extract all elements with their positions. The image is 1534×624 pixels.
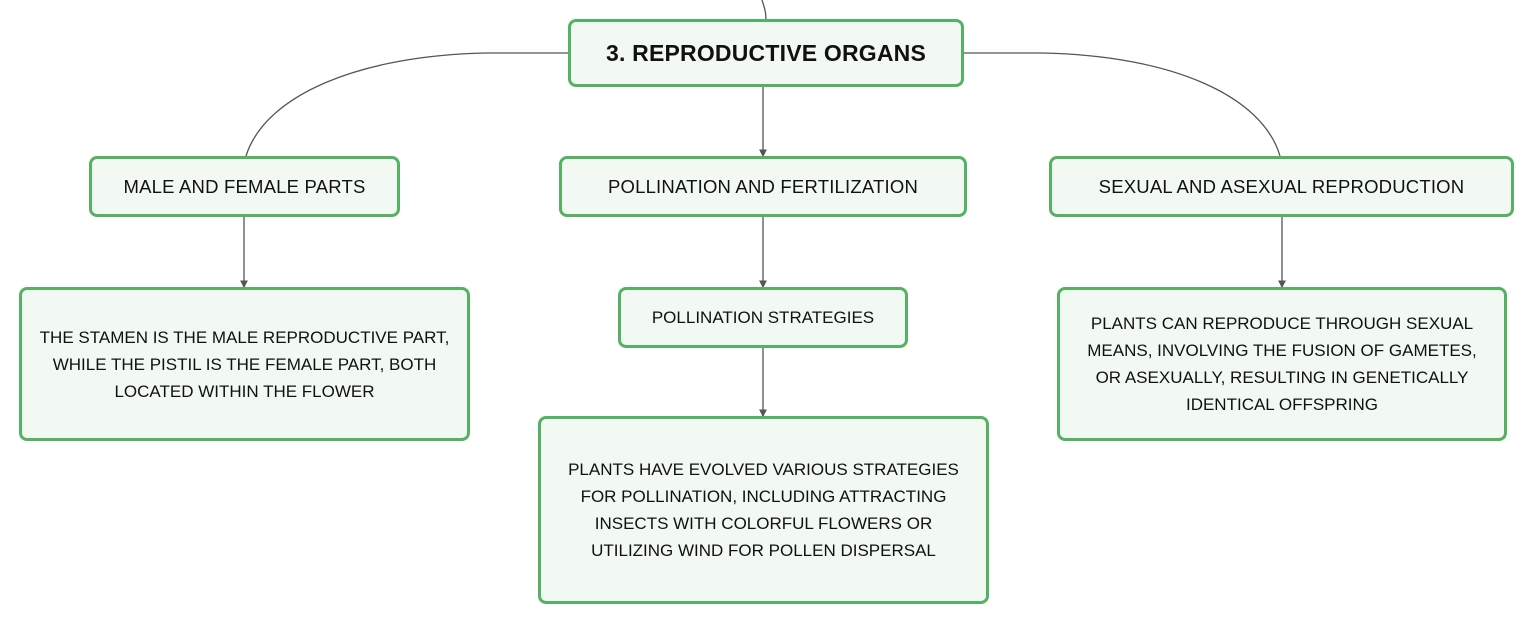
detail-node-pollination-strategies[interactable]: PLANTS HAVE EVOLVED VARIOUS STRATEGIES F… (538, 416, 989, 604)
connector-root-to-male-female (245, 52, 568, 157)
root-node[interactable]: 3. REPRODUCTIVE ORGANS (568, 19, 964, 87)
branch-node-label: MALE AND FEMALE PARTS (123, 175, 366, 197)
detail-node-sexual-asexual-reproduction[interactable]: PLANTS CAN REPRODUCE THROUGH SEXUAL MEAN… (1057, 287, 1507, 441)
connector-root-to-sexual-asexual (964, 52, 1281, 157)
sub-node-pollination-strategies[interactable]: POLLINATION STRATEGIES (618, 287, 908, 348)
branch-node-pollination-fertilization[interactable]: POLLINATION AND FERTILIZATION (559, 156, 967, 217)
root-node-label: 3. REPRODUCTIVE ORGANS (605, 39, 927, 66)
branch-node-label: POLLINATION AND FERTILIZATION (607, 175, 919, 197)
branch-node-sexual-asexual-reproduction[interactable]: SEXUAL AND ASEXUAL REPRODUCTION (1049, 156, 1514, 217)
sub-node-label: POLLINATION STRATEGIES (651, 307, 875, 327)
branch-node-label: SEXUAL AND ASEXUAL REPRODUCTION (1098, 175, 1465, 197)
detail-node-text: PLANTS CAN REPRODUCE THROUGH SEXUAL MEAN… (1087, 314, 1477, 414)
detail-node-male-female-parts[interactable]: THE STAMEN IS THE MALE REPRODUCTIVE PART… (19, 287, 470, 441)
detail-node-text: THE STAMEN IS THE MALE REPRODUCTIVE PART… (39, 327, 450, 401)
connector-parent-to-root (761, 0, 767, 20)
detail-node-text: PLANTS HAVE EVOLVED VARIOUS STRATEGIES F… (568, 460, 959, 560)
branch-node-male-female-parts[interactable]: MALE AND FEMALE PARTS (89, 156, 400, 217)
